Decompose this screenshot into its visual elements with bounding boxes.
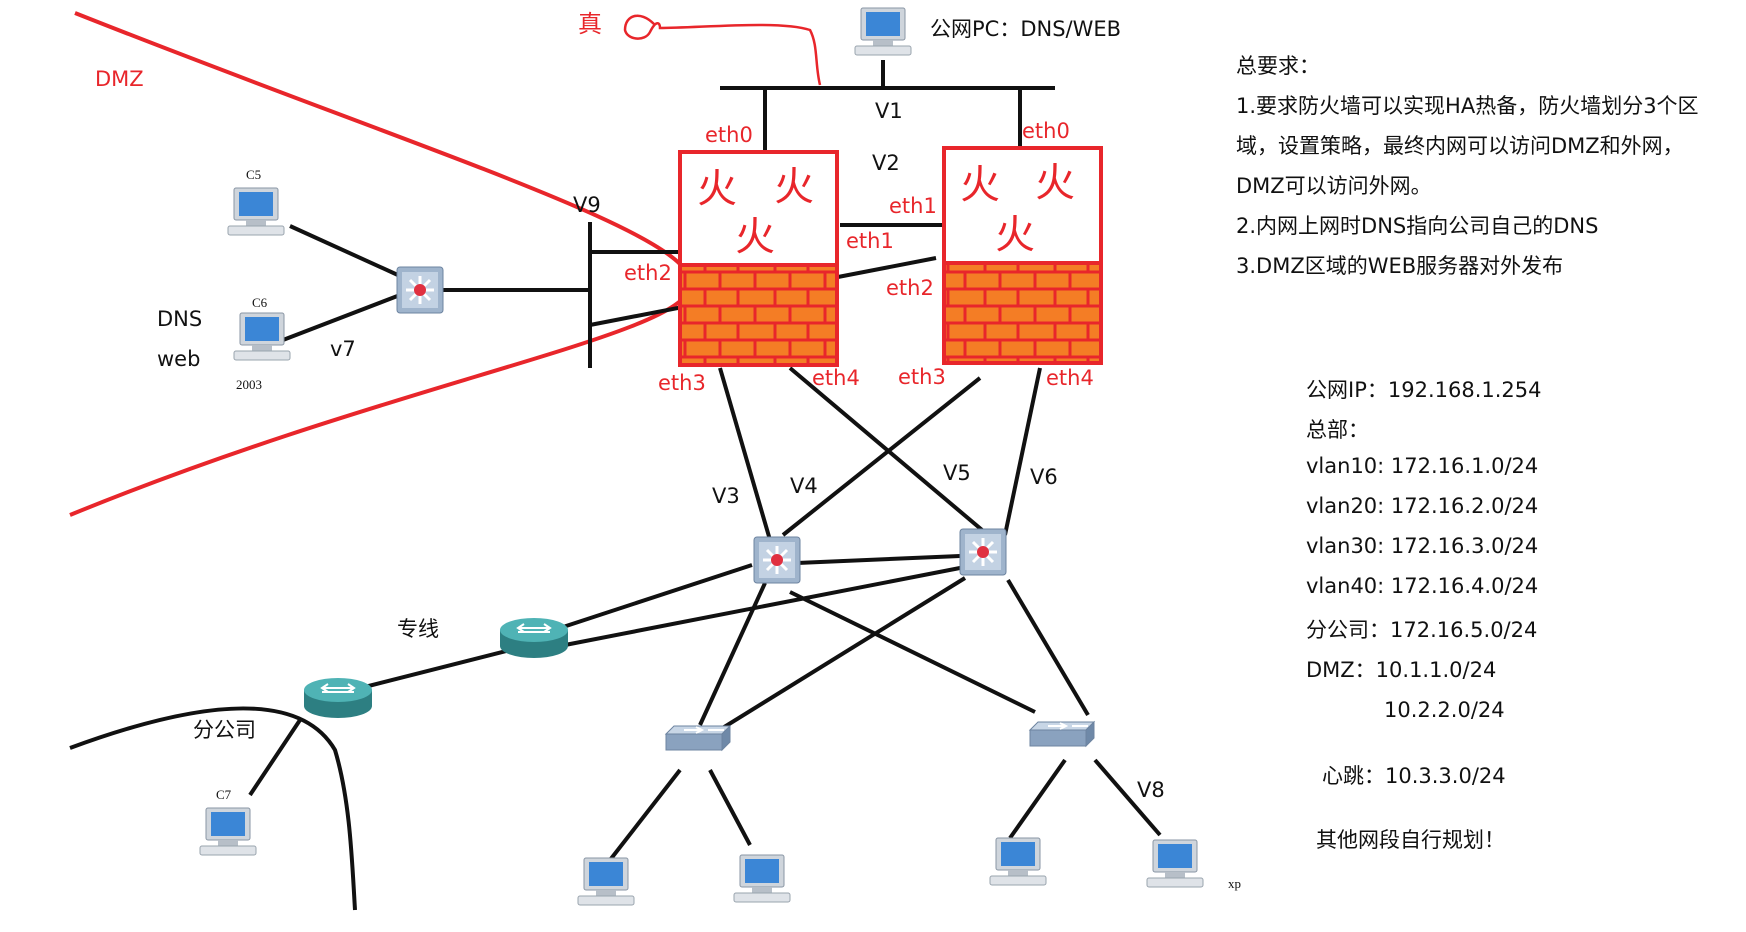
notes-item: 1.要求防火墙可以实现HA热备，防火墙划分3个区 xyxy=(1236,94,1699,118)
fw1-eth3-label: eth3 xyxy=(658,371,706,395)
os-2003-label: 2003 xyxy=(236,377,262,392)
pc-c5-icon[interactable] xyxy=(227,187,285,236)
dmz-subnet-text: DMZ：10.1.1.0/24 xyxy=(1306,658,1497,682)
vlan30-text: vlan30: 172.16.3.0/24 xyxy=(1306,534,1539,558)
pc-c6-server-icon[interactable] xyxy=(233,312,291,361)
dmz-boundary-curve xyxy=(69,11,693,517)
hq-title: 总部： xyxy=(1306,418,1369,442)
fw1-eth2-label: eth2 xyxy=(624,261,672,285)
public-ip-text: 公网IP：192.168.1.254 xyxy=(1306,378,1542,402)
pc-2-icon[interactable] xyxy=(733,854,791,903)
links xyxy=(69,60,1162,911)
zhen-label: 真 xyxy=(578,10,602,38)
core-switch-2-icon[interactable] xyxy=(958,527,1008,577)
branch-router-icon[interactable] xyxy=(303,677,373,719)
fw2-eth1-label: eth1 xyxy=(889,194,937,218)
pc-3-icon[interactable] xyxy=(989,837,1047,886)
heartbeat-text: 心跳：10.3.3.0/24 xyxy=(1322,764,1506,788)
dmz-l3-switch-icon[interactable] xyxy=(395,265,445,315)
c6-label: C6 xyxy=(252,295,268,310)
vlan-v4-label: V4 xyxy=(790,474,818,498)
dmz-label: DMZ xyxy=(95,67,144,91)
fw2-eth3-label: eth3 xyxy=(898,365,946,389)
fw2-eth2-label: eth2 xyxy=(886,276,934,300)
vlan-v6-label: V6 xyxy=(1030,465,1058,489)
fire-glyph: 火 xyxy=(697,166,737,212)
branch-label: 分公司 xyxy=(193,718,256,742)
vlan10-text: vlan10: 172.16.1.0/24 xyxy=(1306,454,1539,478)
pc-1-icon[interactable] xyxy=(577,857,635,906)
web-label: web xyxy=(157,347,200,371)
public-pc-icon[interactable] xyxy=(854,7,912,56)
fire-glyph: 火 xyxy=(774,164,814,210)
fw1-eth0-label: eth0 xyxy=(705,123,753,147)
internet-link-annotation xyxy=(623,14,822,86)
branch-subnet-text: 分公司：172.16.5.0/24 xyxy=(1306,618,1538,642)
fire-glyph: 火 xyxy=(960,162,1000,208)
notes-item: 域，设置策略，最终内网可以访问DMZ和外网， xyxy=(1236,134,1684,158)
fw2-eth0-label: eth0 xyxy=(1022,119,1070,143)
notes-item: 2.内网上网时DNS指向公司自己的DNS xyxy=(1236,214,1599,238)
hq-router-icon[interactable] xyxy=(499,617,569,659)
dns-label: DNS xyxy=(157,307,202,331)
fire-glyph: 火 xyxy=(735,214,775,260)
vlan-v3-label: V3 xyxy=(712,484,740,508)
firewall-fire-glyphs: 火 火 火 火 火 火 xyxy=(697,160,1075,260)
zhuanxian-label: 专线 xyxy=(397,617,439,641)
notes-item: 3.DMZ区域的WEB服务器对外发布 xyxy=(1236,254,1564,278)
vlan-v7-label: v7 xyxy=(330,337,356,361)
access-switch-1-icon[interactable] xyxy=(665,725,731,751)
requirements-notes: 总要求： 1.要求防火墙可以实现HA热备，防火墙划分3个区 域，设置策略，最终内… xyxy=(1236,46,1736,286)
fw1-eth1-label: eth1 xyxy=(846,229,894,253)
dmz-subnet-2-text: 10.2.2.0/24 xyxy=(1384,698,1505,722)
access-switch-2-icon[interactable] xyxy=(1029,721,1095,747)
vlan-v5-label: V5 xyxy=(943,461,971,485)
c7-label: C7 xyxy=(216,787,232,802)
firewall-1[interactable] xyxy=(678,150,839,367)
vlan40-text: vlan40: 172.16.4.0/24 xyxy=(1306,574,1539,598)
fw2-eth4-label: eth4 xyxy=(1046,366,1094,390)
vlan-v2-label: V2 xyxy=(872,151,900,175)
c5-label: C5 xyxy=(246,167,261,182)
firewall-2[interactable] xyxy=(942,146,1103,365)
pc-4-xp-icon[interactable] xyxy=(1146,839,1204,888)
vlan20-text: vlan20: 172.16.2.0/24 xyxy=(1306,494,1539,518)
core-switch-1-icon[interactable] xyxy=(752,535,802,585)
vlan-v9-label: V9 xyxy=(573,193,601,217)
vlan-v1-label: V1 xyxy=(875,99,903,123)
other-subnets-text: 其他网段自行规划！ xyxy=(1316,828,1505,852)
fw1-eth4-label: eth4 xyxy=(812,366,860,390)
vlan-v8-label: V8 xyxy=(1137,778,1165,802)
fire-glyph: 火 xyxy=(995,212,1035,258)
notes-item: DMZ可以访问外网。 xyxy=(1236,174,1432,198)
pc-c7-icon[interactable] xyxy=(199,807,257,856)
fire-glyph: 火 xyxy=(1035,160,1075,206)
notes-title: 总要求： xyxy=(1236,54,1320,78)
public-pc-label: 公网PC：DNS/WEB xyxy=(930,17,1121,41)
xp-label: xp xyxy=(1228,876,1241,891)
